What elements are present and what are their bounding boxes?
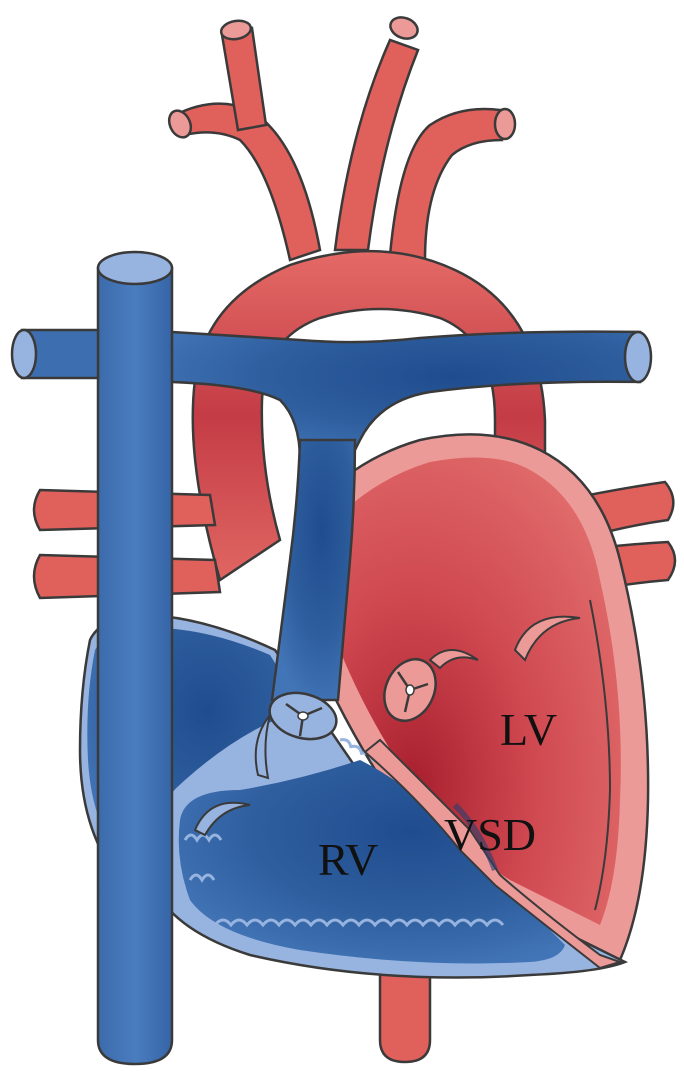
pulmonary-trunk (272, 440, 355, 700)
rpa-end-cap (625, 332, 651, 382)
label-vsd: VSD (444, 809, 536, 860)
label-rv: RV (318, 834, 378, 885)
lpa-end-cap (12, 330, 36, 378)
superior-vena-cava (98, 268, 172, 1064)
label-lv: LV (500, 704, 557, 755)
svc-top-cap (98, 252, 172, 284)
aortic-arch-branches (175, 28, 502, 260)
